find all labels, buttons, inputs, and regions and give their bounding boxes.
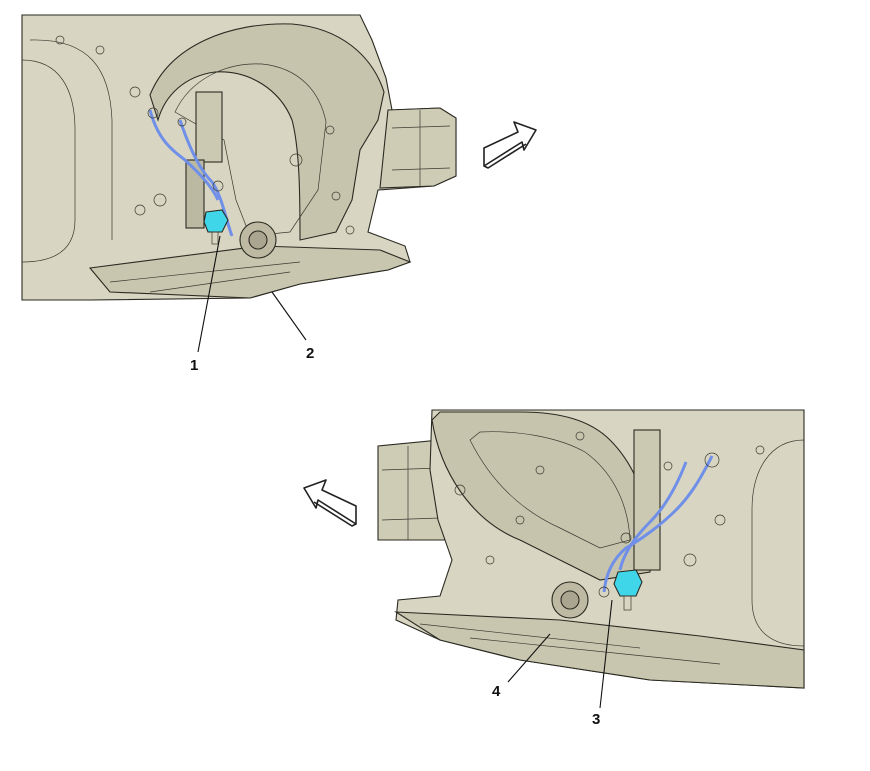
bottom-view-illustration <box>377 409 805 689</box>
callout-1-label: 1 <box>190 357 198 374</box>
callout-2-label: 2 <box>306 345 314 362</box>
callout-3-label: 3 <box>592 711 600 728</box>
callout-4: 4 <box>492 633 551 700</box>
top-view-illustration <box>21 14 457 301</box>
callout-4-label: 4 <box>492 683 501 700</box>
callout-1: 1 <box>190 235 221 374</box>
callout-3: 3 <box>592 599 613 728</box>
forward-direction-arrow-icon <box>483 121 537 169</box>
rearward-direction-arrow-icon <box>303 479 357 527</box>
callout-2: 2 <box>271 291 314 362</box>
